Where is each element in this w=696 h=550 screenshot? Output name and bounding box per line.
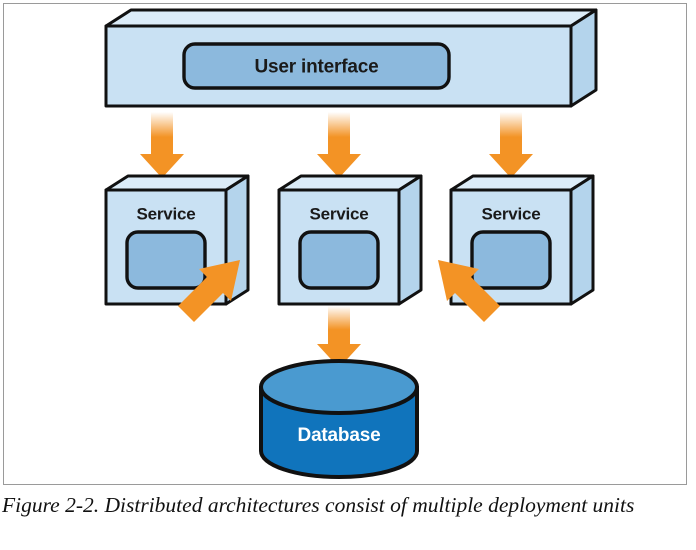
service-inner-panel (125, 230, 207, 290)
node-label-database: Database (298, 425, 381, 446)
node-label-service-3: Service (481, 204, 540, 223)
service-inner-panel (298, 230, 380, 290)
ui-inner-panel (182, 42, 451, 90)
ui-box-side-face (569, 8, 598, 108)
figure-caption: Figure 2-2. Distributed architectures co… (2, 493, 635, 517)
connector-service-2-to-database (317, 306, 361, 368)
connector-service-3-to-database (438, 260, 500, 322)
node-user-interface[interactable]: User interface (104, 8, 598, 108)
node-service-2[interactable]: Service (277, 174, 423, 306)
node-label-service-2: Service (309, 204, 368, 223)
arrow-diagonal-down-right-glyph (178, 260, 240, 322)
connector-ui-to-service-2 (317, 112, 361, 178)
db-cylinder-top (259, 359, 419, 415)
connector-service-1-to-database (178, 260, 240, 322)
node-label-service-1: Service (136, 204, 195, 223)
arrow-down-glyph (317, 306, 361, 368)
service-inner-panel (470, 230, 552, 290)
ui-box-top-face (104, 8, 598, 28)
service-box-side-face (569, 174, 595, 306)
connector-ui-to-service-1 (140, 112, 184, 178)
figure-frame: User interface Service (3, 3, 687, 485)
arrow-down-glyph (317, 112, 361, 178)
node-label-user-interface: User interface (255, 57, 379, 78)
node-database[interactable]: Database (259, 359, 419, 479)
connector-ui-to-service-3 (489, 112, 533, 178)
arrow-diagonal-down-left-glyph (438, 260, 500, 322)
architecture-diagram: User interface Service (104, 8, 598, 479)
service-box-side-face (397, 174, 423, 306)
arrow-down-glyph (489, 112, 533, 178)
arrow-down-glyph (140, 112, 184, 178)
